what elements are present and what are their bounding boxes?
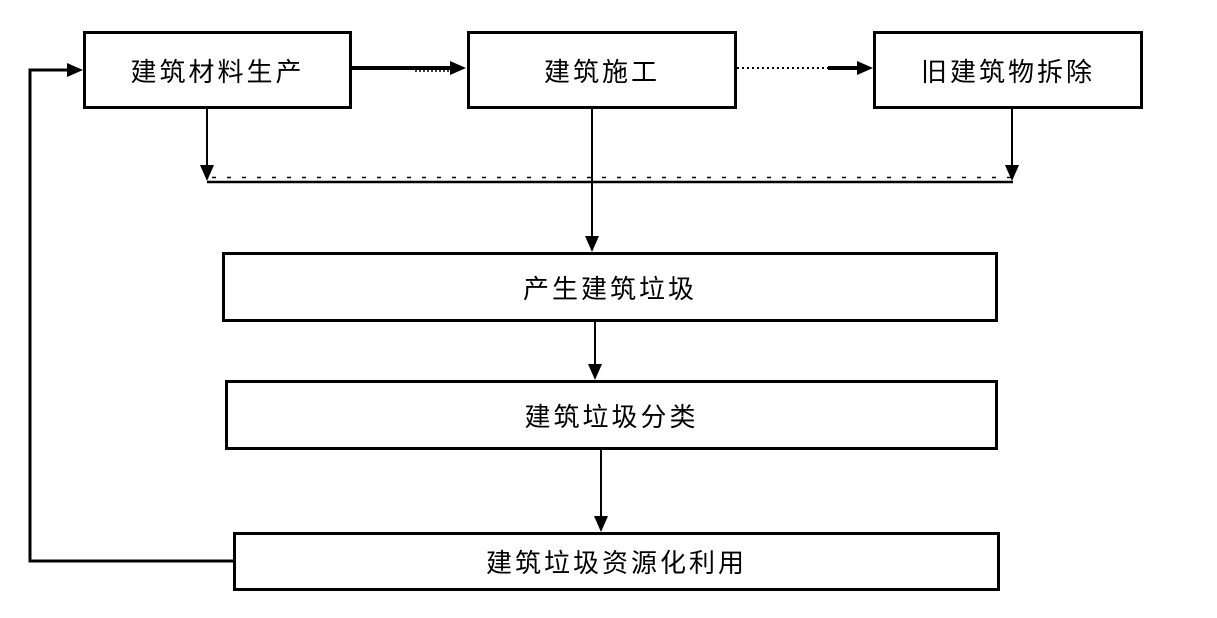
node-construction-waste-generation: 产生建筑垃圾 (222, 252, 998, 322)
node-construction-waste-classification: 建筑垃圾分类 (225, 380, 998, 450)
node-building-construction: 建筑施工 (467, 31, 737, 109)
node-construction-waste-recycling-label: 建筑垃圾资源化利用 (485, 549, 747, 578)
node-building-materials-production: 建筑材料生产 (83, 31, 352, 109)
node-old-building-demolition-label: 旧建筑物拆除 (920, 57, 1095, 87)
node-construction-waste-generation-label: 产生建筑垃圾 (522, 274, 697, 304)
connector-recycling-feedback-arrow (28, 63, 233, 563)
node-old-building-demolition: 旧建筑物拆除 (873, 31, 1143, 109)
node-building-materials-production-label: 建筑材料生产 (130, 57, 305, 87)
node-construction-waste-recycling: 建筑垃圾资源化利用 (233, 532, 1000, 591)
node-construction-waste-classification-label: 建筑垃圾分类 (524, 402, 699, 432)
node-building-construction-label: 建筑施工 (543, 57, 660, 87)
